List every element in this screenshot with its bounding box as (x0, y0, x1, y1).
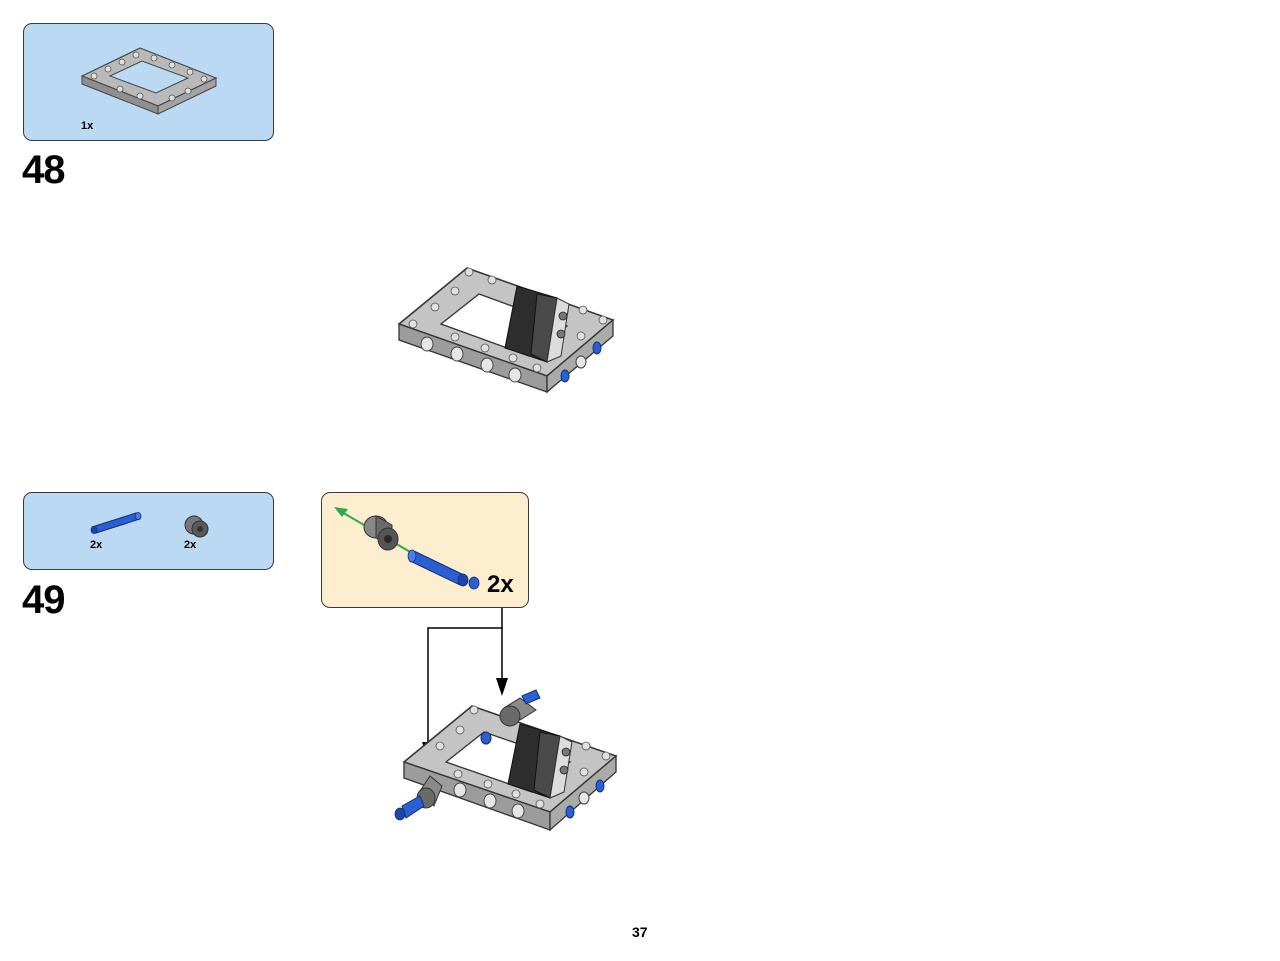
step-number: 48 (22, 148, 65, 192)
part-qty: 2x (90, 539, 103, 551)
blue-pin-icon (90, 512, 142, 534)
page-number: 37 (632, 924, 648, 940)
step-48-parts-callout: 1x (23, 23, 274, 141)
pin-bush-assembly-illustration (334, 507, 480, 590)
step-number: 49 (22, 578, 65, 622)
frame-icon (80, 47, 218, 115)
subassembly-multiplier: 2x (487, 571, 514, 598)
part-qty: 2x (184, 539, 197, 551)
step-48-model-illustration (397, 267, 615, 394)
step-49-model-illustration (394, 689, 618, 832)
subassembly-callout: 2x (321, 492, 529, 608)
step-49-parts-callout: 2x 2x (23, 492, 274, 570)
part-qty: 1x (81, 120, 94, 132)
gray-bush-icon (184, 515, 209, 538)
